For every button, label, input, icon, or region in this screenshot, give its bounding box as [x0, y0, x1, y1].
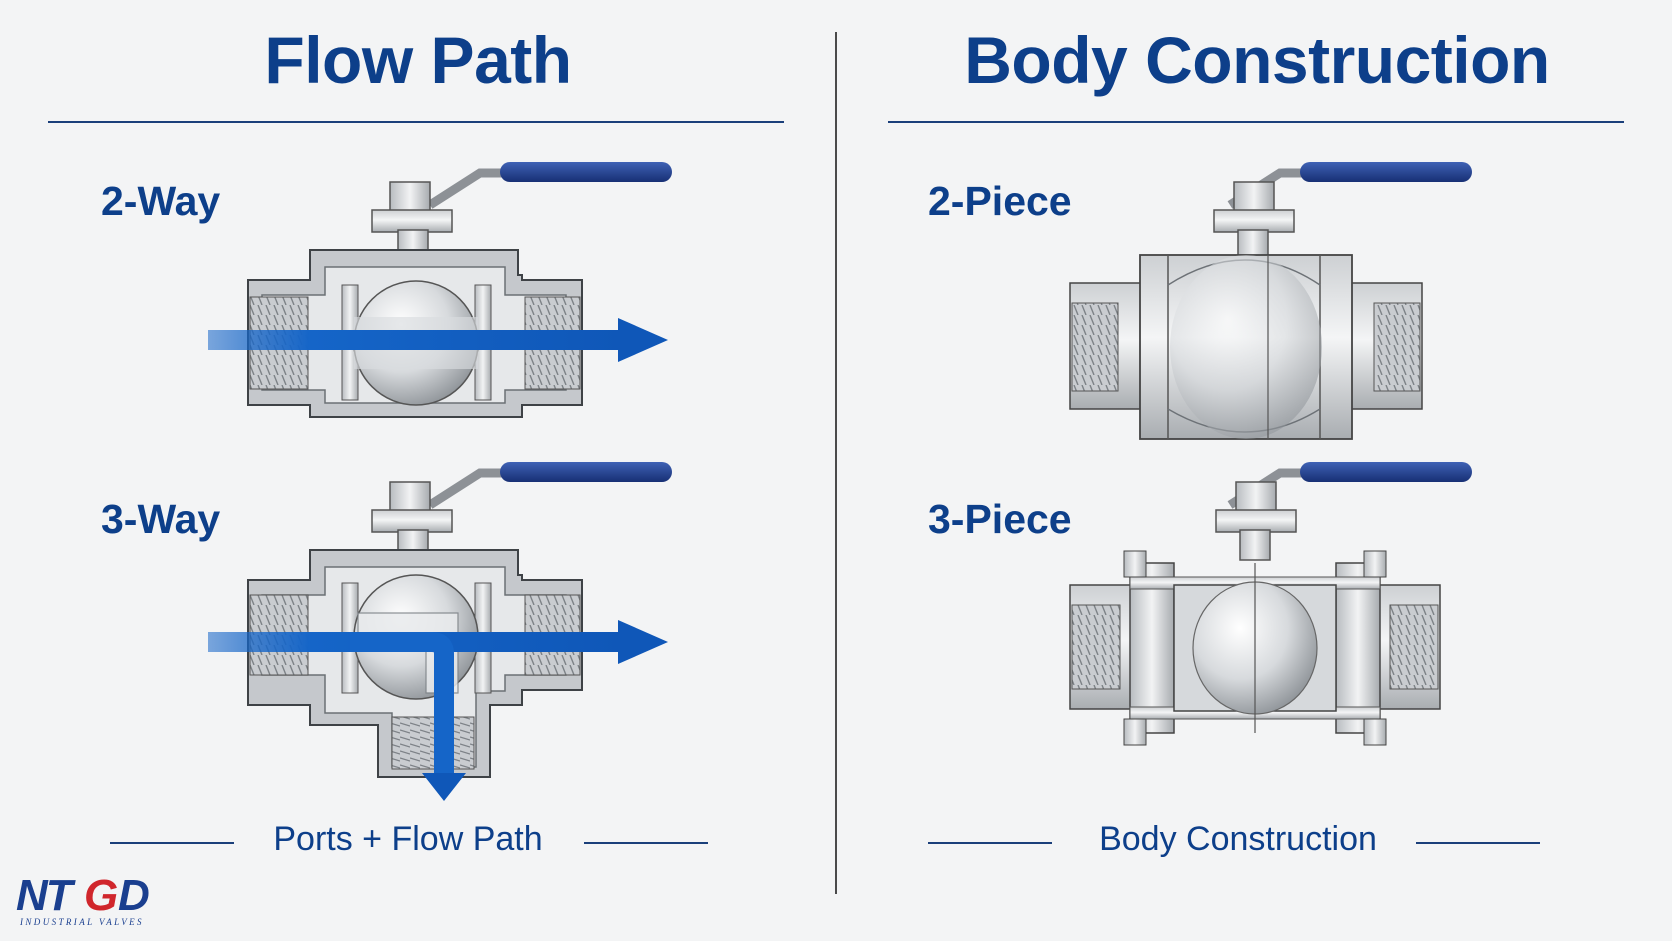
valve-handle: [1300, 462, 1472, 482]
caption-line-left-a: [110, 842, 234, 844]
svg-text:D: D: [118, 872, 150, 920]
caption-line-right-a: [928, 842, 1052, 844]
flow-path-title: Flow Path: [264, 23, 572, 97]
label-3-way: 3-Way: [101, 496, 221, 542]
body-construction-title: Body Construction: [964, 23, 1550, 97]
three-way-valve-diagram: [208, 462, 672, 801]
title-underline-right: [888, 121, 1624, 123]
caption-line-right-b: [1416, 842, 1540, 844]
valve-handle: [500, 162, 672, 182]
ntgd-logo: NT G D INDUSTRIAL VALVES: [16, 872, 150, 927]
two-piece-valve-diagram: [1069, 162, 1472, 440]
label-2-way: 2-Way: [101, 178, 221, 224]
svg-text:G: G: [84, 872, 118, 920]
flow-arrow-down: [422, 773, 466, 801]
valve-handle: [500, 462, 672, 482]
valve-handle: [1300, 162, 1472, 182]
caption-body-construction: Body Construction: [1099, 820, 1377, 858]
label-3-piece: 3-Piece: [928, 496, 1072, 542]
flow-arrow: [208, 330, 618, 350]
title-underline-left: [48, 121, 784, 123]
caption-line-left-b: [584, 842, 708, 844]
two-way-valve-diagram: [208, 162, 672, 418]
three-piece-valve-diagram: [1069, 462, 1472, 746]
label-2-piece: 2-Piece: [928, 178, 1072, 224]
section-divider: [835, 32, 837, 894]
svg-text:NT: NT: [16, 872, 76, 920]
caption-ports-flow-path: Ports + Flow Path: [273, 820, 543, 858]
svg-text:INDUSTRIAL VALVES: INDUSTRIAL VALVES: [19, 917, 144, 927]
